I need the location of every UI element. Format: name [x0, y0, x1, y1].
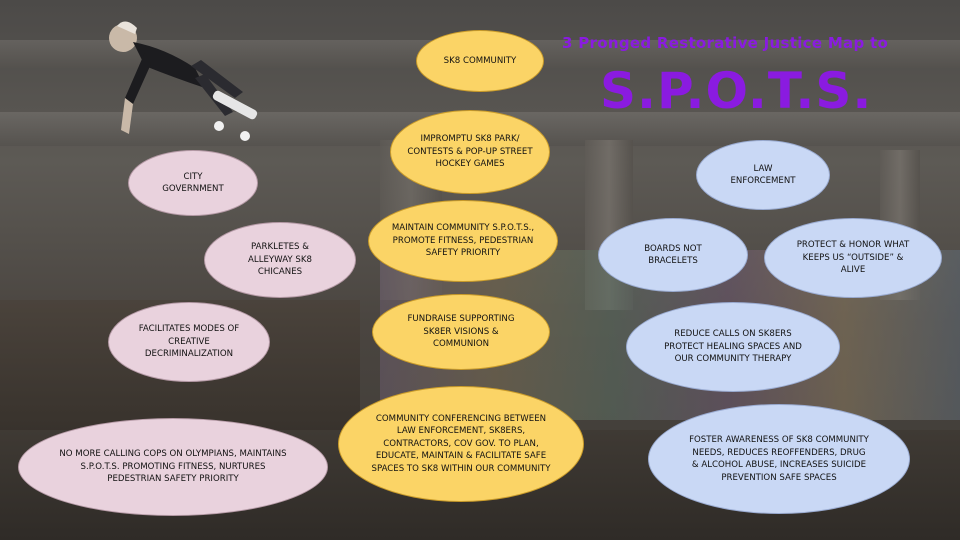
law-node-1: BOARDS NOT BRACELETS — [598, 218, 748, 292]
law-head-node: LAW ENFORCEMENT — [696, 140, 830, 210]
community-node-4-label: COMMUNiTY CONFERENCiNG BETWEEN LAW ENFOR… — [371, 413, 551, 474]
community-node-4: COMMUNiTY CONFERENCiNG BETWEEN LAW ENFOR… — [338, 386, 584, 502]
community-node-3-label: FUNDRAiSE SUPPORTiNG SK8ER ViSiONS & COM… — [407, 314, 515, 350]
law-node-4: FOSTER AWARENESS OF SK8 COMMUNiTY NEEDS,… — [648, 404, 910, 514]
city-node-2: FACiLiTATES MODES OF CREATiVE DECRiMiNAL… — [108, 302, 270, 382]
law-node-2-label: PROTECT & HONOR WHAT KEEPS US “OUTSiDE” … — [796, 240, 910, 276]
city-node-1: PARKLETES & ALLEYWAY SK8 CHiCANES — [204, 222, 356, 298]
city-node-3-label: NO MORE CALLiNG COPS ON OLYMPiANS, MAiNT… — [59, 449, 287, 485]
law-node-3: REDUCE CALLS ON SK8ERS PROTECT HEALiNG S… — [626, 302, 840, 392]
city-node-2-label: FACiLiTATES MODES OF CREATiVE DECRiMiNAL… — [138, 324, 240, 360]
law-node-4-label: FOSTER AWARENESS OF SK8 COMMUNiTY NEEDS,… — [689, 435, 869, 483]
community-head-node: SK8 COMMUNiTY — [416, 30, 544, 92]
community-node-1: iMPROMPTU SK8 PARK/ CONTESTS & POP-UP ST… — [390, 110, 550, 194]
community-node-1-label: iMPROMPTU SK8 PARK/ CONTESTS & POP-UP ST… — [407, 134, 533, 170]
community-node-2: MAiNTAiN COMMUNiTY S.P.O.T.S., PROMOTE F… — [368, 200, 558, 282]
community-head-label: SK8 COMMUNiTY — [443, 55, 517, 66]
map-subtitle: 3 Pronged Restorative Justice Map to — [562, 34, 889, 52]
community-node-2-label: MAiNTAiN COMMUNiTY S.P.O.T.S., PROMOTE F… — [391, 223, 535, 259]
skater-figure — [109, 21, 258, 141]
law-node-2: PROTECT & HONOR WHAT KEEPS US “OUTSiDE” … — [764, 218, 942, 298]
map-title: S.P.O.T.S. — [600, 62, 873, 120]
law-head-label: LAW ENFORCEMENT — [730, 163, 796, 187]
community-node-3: FUNDRAiSE SUPPORTiNG SK8ER ViSiONS & COM… — [372, 294, 550, 370]
law-node-1-label: BOARDS NOT BRACELETS — [644, 243, 702, 267]
law-node-3-label: REDUCE CALLS ON SK8ERS PROTECT HEALiNG S… — [664, 329, 802, 365]
city-head-node: CiTY GOVERNMENT — [128, 150, 258, 216]
city-node-3: NO MORE CALLiNG COPS ON OLYMPiANS, MAiNT… — [18, 418, 328, 516]
city-node-1-label: PARKLETES & ALLEYWAY SK8 CHiCANES — [248, 242, 312, 278]
city-head-label: CiTY GOVERNMENT — [162, 171, 224, 195]
